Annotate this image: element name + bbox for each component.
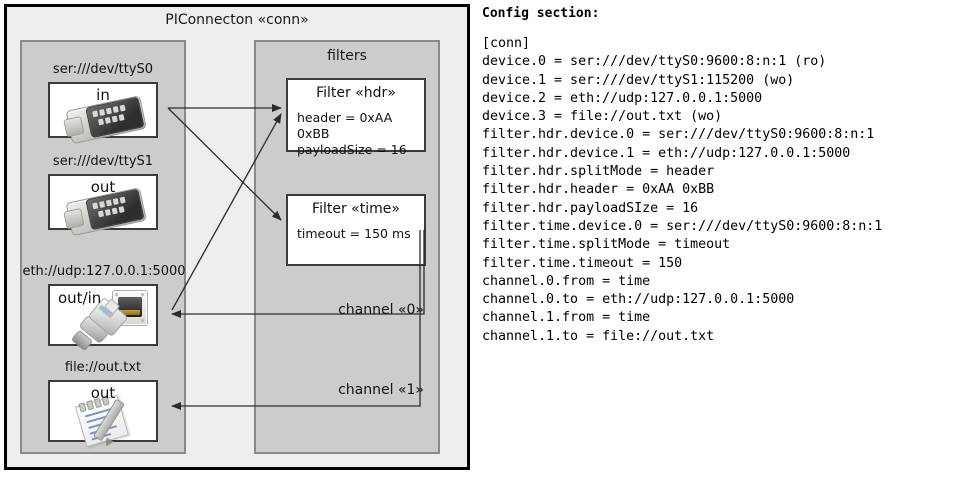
devices-panel: ser:///dev/ttyS0 in ser:///dev/ttyS1: [20, 40, 186, 454]
filters-panel-title: filters: [327, 48, 367, 64]
diagram-title: PIConnecton «conn»: [165, 12, 309, 28]
device-direction-file: out: [90, 384, 116, 402]
wire-eth-to-hdr: [171, 113, 282, 311]
device-label-file: file://out.txt: [64, 360, 142, 375]
connector-diagram: PIConnecton «conn» ser:///dev/ttyS0 in: [4, 4, 470, 470]
device-box-ser0[interactable]: in: [48, 82, 158, 145]
filter-title-time: Filter «time»: [312, 201, 400, 217]
filter-title-hdr: Filter «hdr»: [316, 85, 396, 101]
config-text: [conn] device.0 = ser:///dev/ttyS0:9600:…: [482, 36, 883, 344]
filter-box-time[interactable]: Filter «time» timeout = 150 ms: [286, 194, 426, 266]
device-label-ser0: ser:///dev/ttyS0: [52, 62, 154, 77]
wire-channel-0: [171, 230, 425, 318]
config-heading: Config section:: [482, 6, 600, 21]
device-direction-ser0: in: [96, 86, 110, 104]
device-label-ser1: ser:///dev/ttyS1: [52, 154, 154, 169]
config-section: Config section: [conn] device.0 = ser://…: [482, 6, 960, 346]
device-box-ser1[interactable]: out: [48, 174, 158, 237]
wire-in-to-time: [167, 107, 282, 221]
filter-prop: timeout = 150 ms: [297, 226, 411, 241]
filter-props-hdr: header = 0xAA 0xBB payloadSize = 16: [297, 110, 424, 158]
filter-box-hdr[interactable]: Filter «hdr» header = 0xAA 0xBB payloadS…: [286, 78, 426, 157]
device-direction-eth: out/in: [58, 289, 102, 307]
device-box-file[interactable]: out: [48, 380, 158, 449]
wire-channel-1: [171, 230, 421, 410]
device-direction-ser1: out: [90, 178, 116, 196]
channel-label-1: channel «1»: [338, 382, 424, 398]
connector-wires: [167, 104, 425, 410]
filter-prop: payloadSize = 16: [297, 142, 407, 157]
filter-prop: header = 0xAA 0xBB: [297, 110, 393, 141]
filter-props-time: timeout = 150 ms: [297, 226, 411, 242]
ethernet-jack-icon: [112, 290, 148, 326]
device-label-eth: eth://udp:127.0.0.1:5000: [22, 264, 186, 279]
device-box-eth[interactable]: out/in: [48, 284, 158, 352]
